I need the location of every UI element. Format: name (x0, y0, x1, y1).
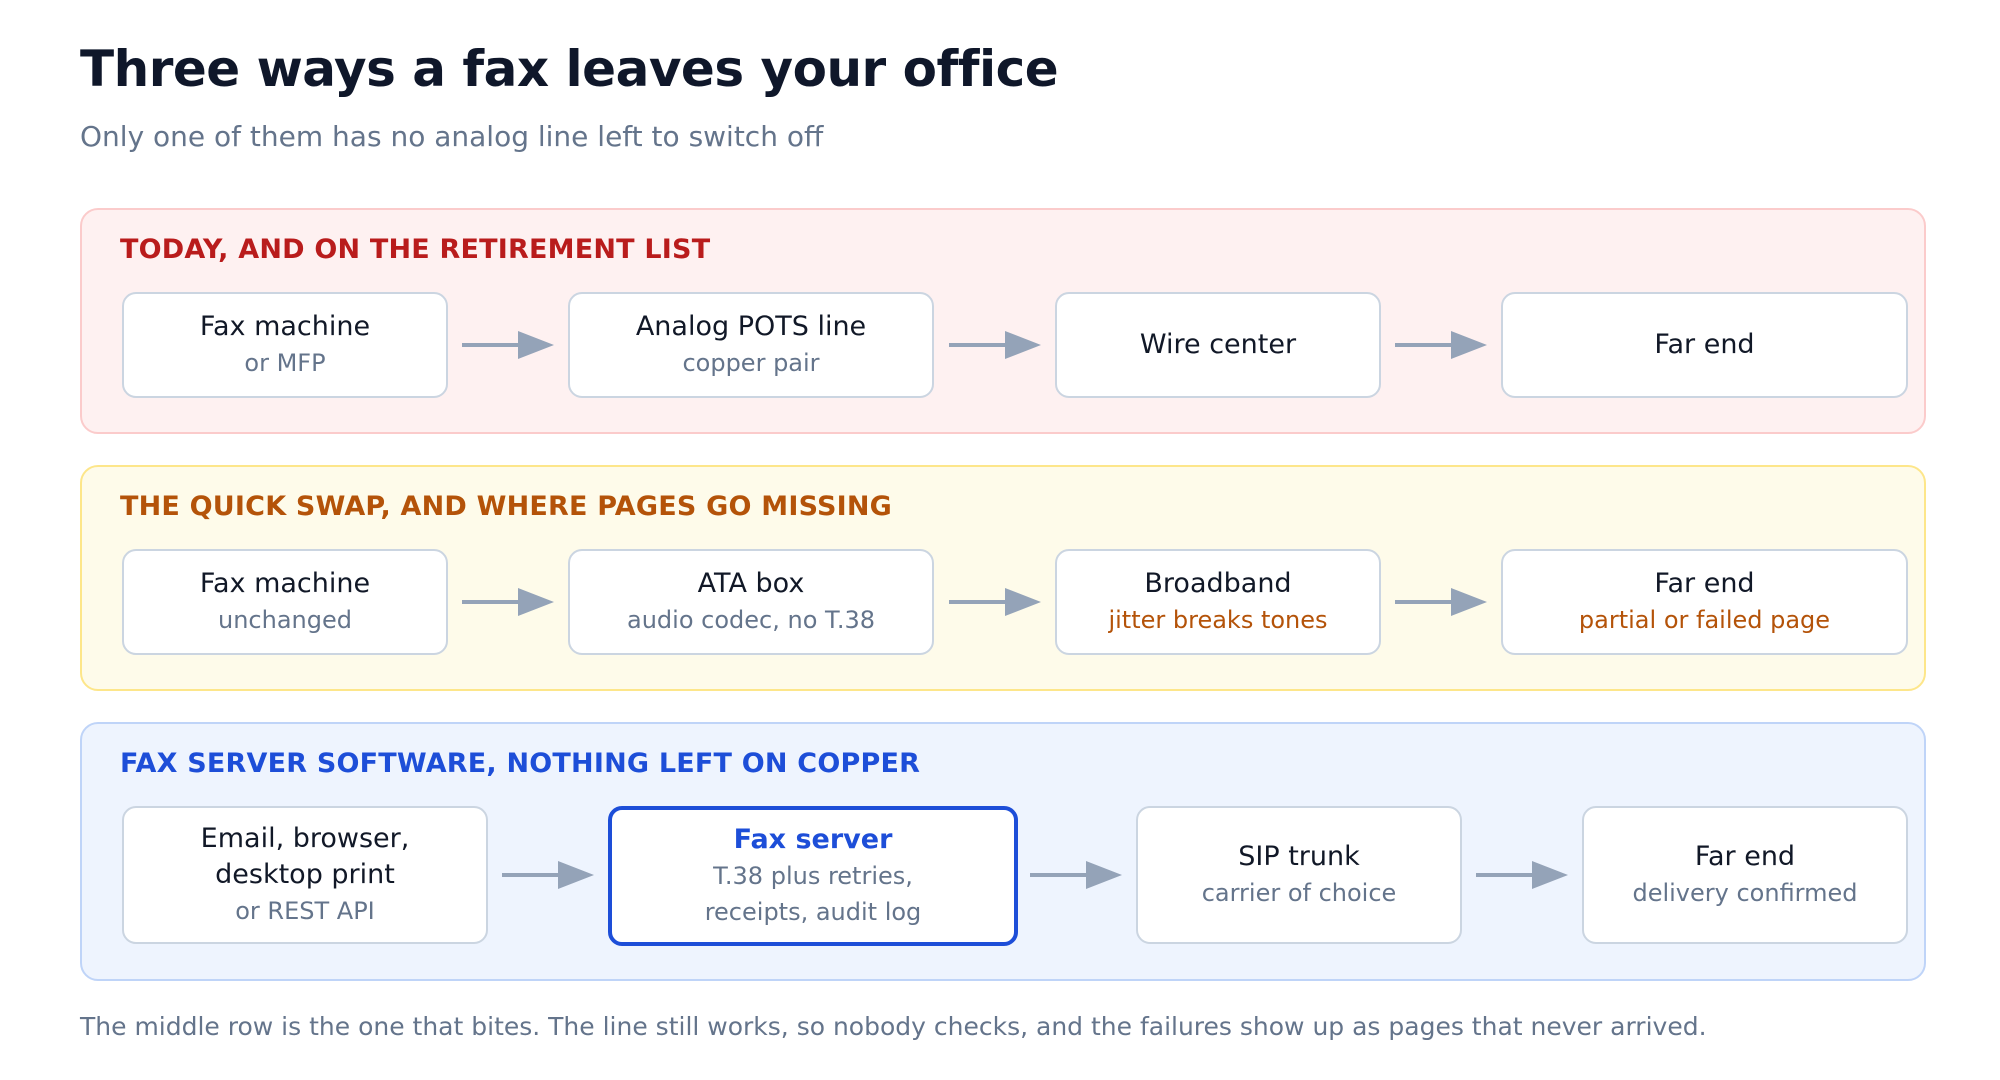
node-sublabel: audio codec, no T.38 (627, 606, 875, 634)
row-fax-server-heading: FAX SERVER SOFTWARE, NOTHING LEFT ON COP… (120, 748, 921, 779)
node-label: Wire center (1139, 329, 1297, 360)
node-sublabel: T.38 plus retries, receipts, audit log (704, 862, 922, 926)
row-today-panel: TODAY, AND ON THE RETIREMENT LIST Fax ma… (80, 208, 1926, 434)
arrow-right-icon (462, 588, 554, 616)
arrow-right-icon (1030, 861, 1122, 889)
node-warning-sublabel: partial or failed page (1578, 606, 1831, 634)
row-today-heading: TODAY, AND ON THE RETIREMENT LIST (120, 234, 711, 265)
node-far-end: Far end delivery confirmed (1582, 806, 1908, 944)
node-label: Email, browser, desktop print (200, 823, 410, 890)
node-warning-sublabel: jitter breaks tones (1108, 606, 1328, 634)
arrow-right-icon (1476, 861, 1568, 889)
node-email-browser-print: Email, browser, desktop print or REST AP… (122, 806, 488, 944)
node-label: Fax machine (199, 311, 371, 342)
node-broadband: Broadband jitter breaks tones (1055, 549, 1381, 655)
arrow-right-icon (949, 588, 1041, 616)
node-sublabel: unchanged (218, 606, 352, 634)
node-label: Fax machine (199, 568, 371, 599)
arrow-right-icon (462, 331, 554, 359)
arrow-right-icon (1395, 331, 1487, 359)
node-far-end: Far end partial or failed page (1501, 549, 1908, 655)
node-label: Far end (1694, 841, 1796, 872)
arrow-right-icon (502, 861, 594, 889)
node-sublabel: or MFP (244, 349, 326, 377)
node-label: Far end (1654, 568, 1755, 599)
node-label: Far end (1654, 329, 1755, 360)
page-subtitle: Only one of them has no analog line left… (80, 120, 824, 153)
node-label: ATA box (697, 568, 805, 599)
row-quick-swap-heading: THE QUICK SWAP, AND WHERE PAGES GO MISSI… (120, 491, 893, 522)
node-fax-server: Fax server T.38 plus retries, receipts, … (608, 806, 1018, 946)
row-quick-swap-panel: THE QUICK SWAP, AND WHERE PAGES GO MISSI… (80, 465, 1926, 691)
arrow-right-icon (949, 331, 1041, 359)
page-title: Three ways a fax leaves your office (80, 40, 1059, 98)
node-sublabel: carrier of choice (1201, 879, 1397, 907)
node-analog-pots-line: Analog POTS line copper pair (568, 292, 934, 398)
node-label: SIP trunk (1238, 841, 1360, 872)
footnote: The middle row is the one that bites. Th… (80, 1012, 1707, 1041)
node-sip-trunk: SIP trunk carrier of choice (1136, 806, 1462, 944)
node-fax-machine: Fax machine unchanged (122, 549, 448, 655)
node-sublabel: delivery confirmed (1632, 879, 1858, 907)
node-label: Fax server (733, 824, 893, 855)
node-far-end: Far end (1501, 292, 1908, 398)
node-sublabel: copper pair (682, 349, 820, 377)
arrow-right-icon (1395, 588, 1487, 616)
node-label: Broadband (1144, 568, 1292, 599)
node-fax-machine: Fax machine or MFP (122, 292, 448, 398)
node-wire-center: Wire center (1055, 292, 1381, 398)
row-fax-server-panel: FAX SERVER SOFTWARE, NOTHING LEFT ON COP… (80, 722, 1926, 981)
node-sublabel: or REST API (235, 897, 375, 925)
node-label: Analog POTS line (635, 311, 867, 342)
node-ata-box: ATA box audio codec, no T.38 (568, 549, 934, 655)
